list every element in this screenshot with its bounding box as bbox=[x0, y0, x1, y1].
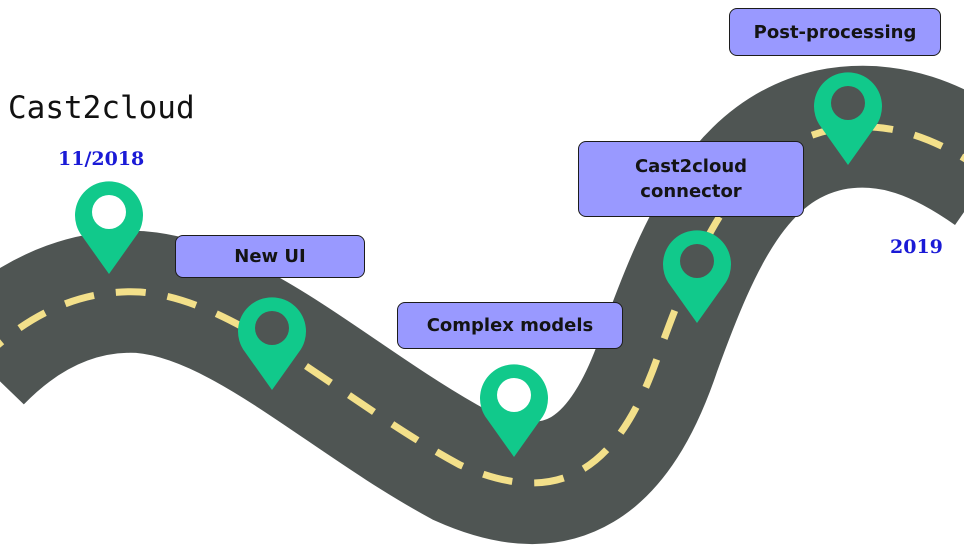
map-pin-icon bbox=[814, 72, 882, 165]
milestone-post-processing: Post-processing bbox=[729, 8, 941, 56]
milestone-complex-models: Complex models bbox=[397, 302, 623, 349]
brand-logo: Cast2cloud bbox=[8, 90, 195, 126]
map-pin-icon bbox=[238, 297, 306, 390]
milestone-new-ui: New UI bbox=[175, 235, 365, 278]
milestone-cast2cloud-connector: Cast2cloud connector bbox=[578, 141, 804, 217]
map-pin-icon bbox=[75, 181, 143, 274]
end-date-label: 2019 bbox=[890, 236, 943, 258]
map-pin-icon bbox=[480, 364, 548, 457]
start-date-label: 11/2018 bbox=[58, 148, 145, 170]
map-pin-icon bbox=[663, 230, 731, 323]
